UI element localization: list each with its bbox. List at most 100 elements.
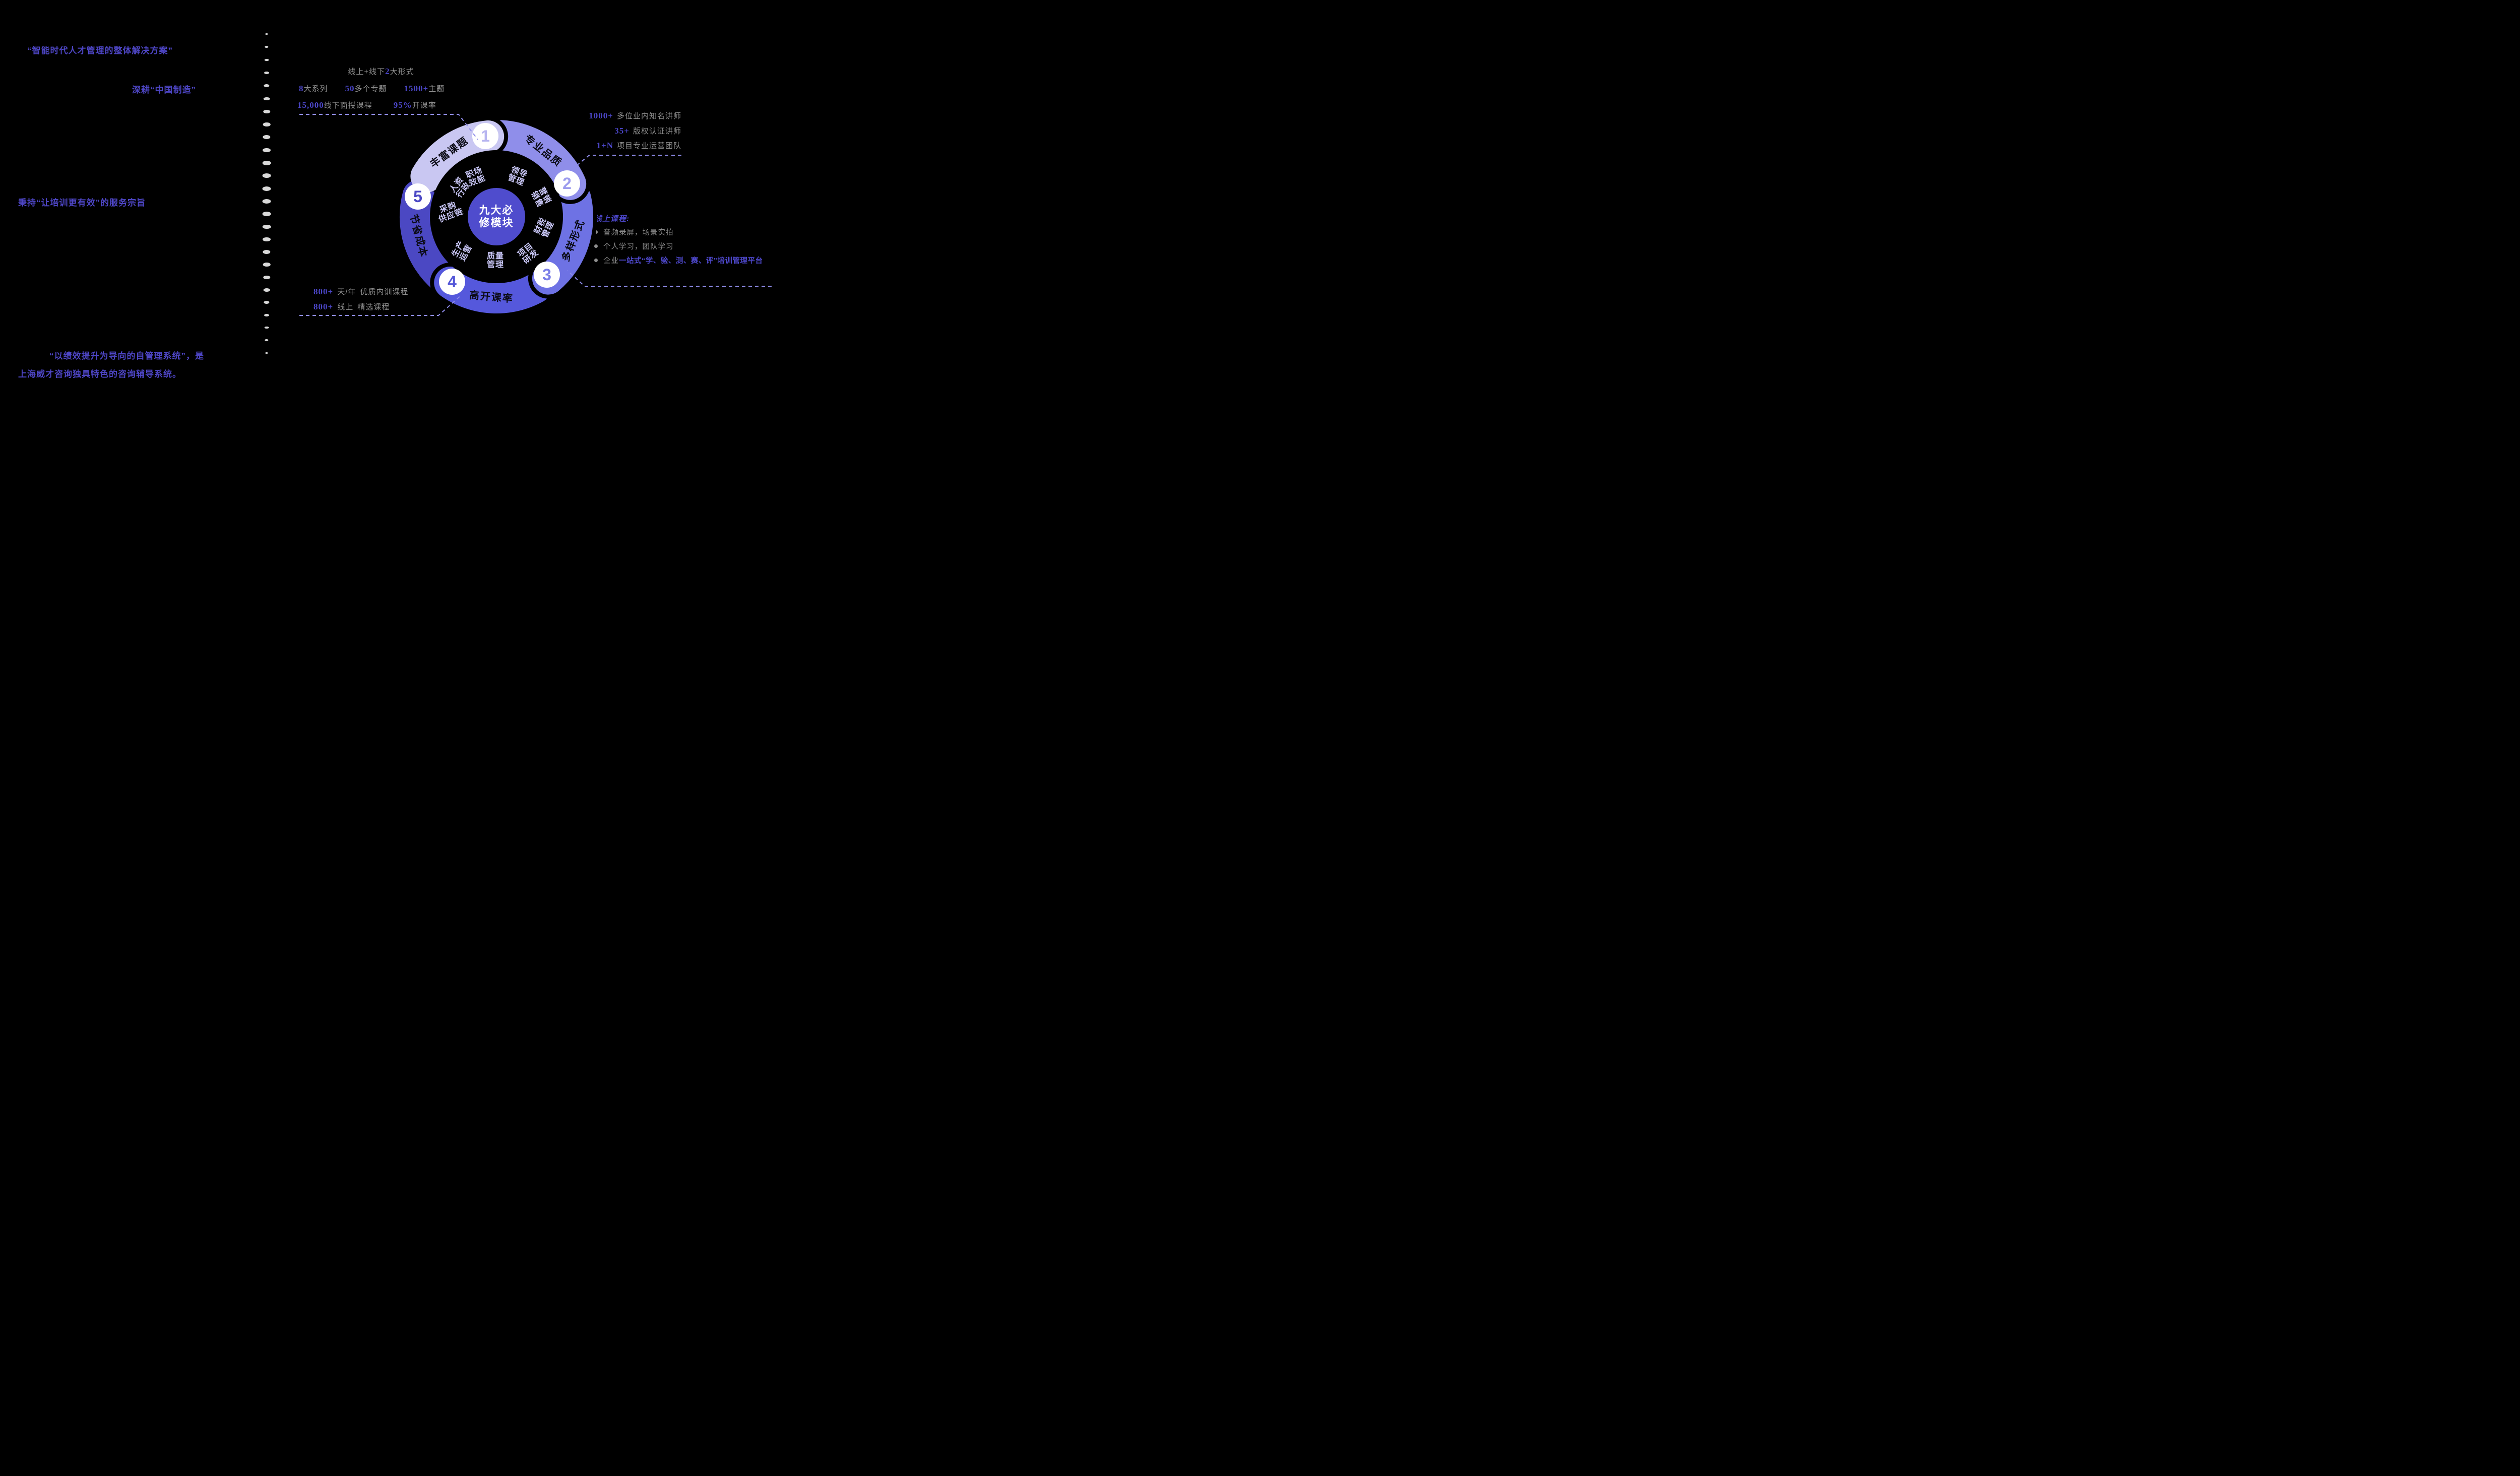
dot [262, 186, 271, 191]
module-quality-management: 质量管理 [487, 251, 504, 269]
dot [262, 212, 271, 217]
stat-offline-number: 15,000 [297, 100, 324, 110]
stat-offline-label: 线下面授课程 [324, 101, 372, 110]
stat-themes-number: 1500+ [404, 84, 429, 93]
stat-lecturers-label: 多位业内知名讲师 [616, 112, 681, 120]
stat-internal-training: 800+天/年优质内训课程 [313, 284, 408, 299]
dot [263, 148, 271, 153]
badge-3-circle [534, 262, 560, 288]
dot [264, 58, 269, 61]
dot [265, 339, 269, 341]
dot [263, 275, 270, 279]
dot [263, 288, 270, 292]
stat-series: 8大系列 [299, 83, 328, 94]
dot [263, 263, 271, 267]
stat-internal-unit: 天/年 [337, 288, 356, 296]
connector-top-stats [299, 114, 478, 140]
top-stats: 线上+线下2大形式 8大系列 50多个专题 1500+主题 15,000线下面授… [282, 66, 480, 110]
online-bullet-3: 企业一站式“学、验、测、赛、评”培训管理平台 [594, 256, 781, 266]
stat-offline-courses: 15,000线下面授课程 [297, 100, 372, 110]
quote-self-management-line1: “以绩效提升为导向的自管理系统”，是 [49, 351, 204, 361]
stat-online-selected: 800+线上精选课程 [313, 299, 408, 314]
bottom-stats: 800+天/年优质内训课程 800+线上精选课程 [313, 284, 408, 314]
dot [265, 46, 269, 48]
stat-internal-label: 优质内训课程 [360, 288, 409, 296]
dot [264, 301, 270, 304]
dot [262, 224, 271, 229]
connector-right-stats [575, 155, 681, 167]
stat-certified: 35+ 版权认证讲师 [524, 124, 681, 139]
dot [263, 135, 271, 140]
badge-2-circle [554, 170, 580, 197]
top-stats-row2: 8大系列 50多个专题 1500+主题 [282, 83, 480, 94]
badge-1-circle [472, 123, 498, 149]
stat-ops-team-number: 1+N [596, 141, 613, 150]
dot [263, 122, 271, 126]
top-stats-row3: 15,000线下面授课程 95%开课率 [282, 100, 480, 110]
quote-china-manufacturing: 深耕“中国制造” [132, 85, 196, 95]
dot [262, 173, 271, 178]
stat-topics-label: 多个专题 [354, 85, 387, 93]
dot [265, 352, 268, 354]
stat-themes: 1500+主题 [404, 83, 445, 94]
stat-forms-suffix: 大形式 [390, 68, 414, 76]
badge-4-number: 4 [448, 273, 457, 291]
stat-series-number: 8 [299, 84, 304, 93]
online-bullet-1-text: 音频录屏，场景实拍 [603, 229, 674, 237]
stat-open-rate: 95%开课率 [394, 100, 436, 110]
online-bullet-3-prefix: 企业 [603, 257, 619, 265]
connector-bottom-stats [299, 294, 462, 316]
badge-2-number: 2 [562, 174, 572, 192]
online-bullet-2: 个人学习，团队学习 [594, 242, 781, 252]
stat-forms-prefix: 线上+线下 [348, 68, 386, 76]
stat-themes-label: 主题 [428, 85, 445, 93]
stat-lecturers: 1000+多位业内知名讲师 [524, 109, 681, 124]
dot [265, 33, 268, 35]
dot-column [262, 33, 272, 356]
stat-series-label: 大系列 [303, 85, 328, 93]
online-courses-title: 线上课程: [594, 215, 629, 223]
five-segment-ring-diagram: 丰富课题 专业品质 多样形式 高开课率 节省成本 职场效能 领导管理 营销销售 … [299, 114, 772, 317]
stat-forms-number: 2 [385, 67, 390, 76]
quote-self-management-line2: 上海威才咨询独具特色的咨询辅导系统。 [18, 369, 181, 379]
badge-5-number: 5 [413, 187, 422, 206]
stat-certified-number: 35+ [614, 125, 629, 136]
badge-1-number: 1 [481, 127, 490, 145]
stat-open-rate-label: 开课率 [412, 101, 436, 110]
stat-open-rate-number: 95% [393, 100, 412, 110]
dot [264, 313, 269, 316]
stat-topics-number: 50 [345, 84, 355, 93]
stat-online-unit: 线上 [337, 303, 354, 311]
dot [264, 84, 270, 88]
dot [264, 326, 269, 329]
online-courses: 线上课程: 音频录屏，场景实拍 个人学习，团队学习 企业一站式“学、验、测、赛、… [594, 213, 781, 266]
slide: “智能时代人才管理的整体解决方案” 深耕“中国制造” 秉持“让培训更有效”的服务… [0, 0, 790, 386]
stat-online-label: 精选课程 [357, 303, 390, 311]
dot [264, 71, 269, 75]
stat-ops-team-label: 项目专业运营团队 [616, 142, 681, 150]
center-circle [468, 188, 525, 245]
dot [262, 161, 271, 165]
badge-5-circle [405, 183, 431, 210]
quote-service-purpose: 秉持“让培训更有效”的服务宗旨 [18, 198, 146, 208]
dot [263, 97, 270, 100]
dot [263, 109, 270, 113]
online-bullet-2-text: 个人学习，团队学习 [603, 243, 674, 251]
badge-4-circle [439, 269, 465, 295]
center-title: 九大必修模块 [479, 204, 514, 229]
online-bullet-3-highlight: 一站式“学、验、测、赛、评”培训管理平台 [619, 257, 763, 265]
stat-lecturers-number: 1000+ [589, 111, 613, 120]
quote-smart-era: “智能时代人才管理的整体解决方案” [27, 46, 173, 55]
badge-3-number: 3 [542, 266, 551, 284]
stat-forms: 线上+线下2大形式 [282, 66, 480, 77]
stat-certified-label: 版权认证讲师 [633, 126, 681, 136]
stat-internal-number: 800+ [313, 287, 334, 296]
stat-topics: 50多个专题 [345, 83, 387, 94]
stat-online-number: 800+ [313, 302, 334, 311]
dot [263, 250, 271, 254]
dot [263, 237, 271, 242]
bullet-dot-icon [594, 259, 598, 262]
bullet-dot-icon [594, 244, 598, 248]
